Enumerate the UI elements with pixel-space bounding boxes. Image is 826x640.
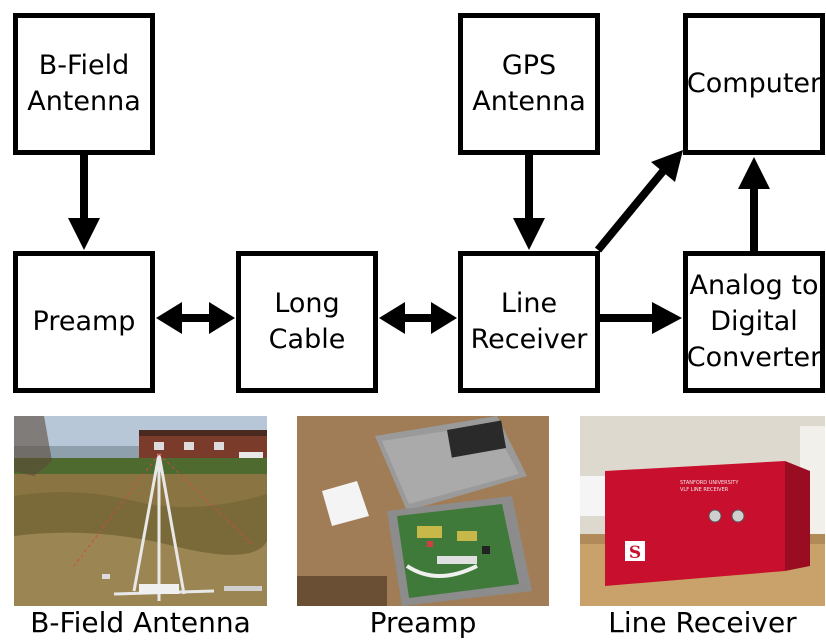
bfield-antenna-label: B-Field Antenna	[27, 50, 141, 117]
computer-label: Computer	[686, 68, 822, 99]
line-receiver-label: Line Receiver	[470, 288, 588, 355]
arrow-cable-receiver	[379, 302, 457, 334]
computer-block: Computer	[683, 13, 825, 155]
preamp-photo	[297, 416, 549, 606]
preamp-caption: Preamp	[369, 606, 477, 639]
arrow-receiver-to-computer	[594, 150, 683, 253]
bfield-antenna-caption: B-Field Antenna	[30, 606, 251, 639]
line-receiver-caption: Line Receiver	[608, 606, 797, 639]
line-receiver-photo: STANFORD UNIVERSITY VLF LINE RECEIVER S	[580, 416, 825, 606]
bfield-antenna-photo	[14, 416, 267, 606]
bfield-antenna-block: B-Field Antenna	[13, 13, 155, 155]
stanford-logo-icon	[625, 541, 645, 561]
receiver-knob-right-icon	[731, 509, 745, 523]
gps-antenna-label: GPS Antenna	[472, 50, 586, 117]
arrow-bfield-to-preamp	[68, 155, 100, 250]
line-receiver-block: Line Receiver	[458, 251, 600, 393]
preamp-label: Preamp	[32, 306, 136, 337]
receiver-panel-line2: VLF LINE RECEIVER	[680, 487, 729, 493]
line-receiver-image: STANFORD UNIVERSITY VLF LINE RECEIVER S	[580, 416, 825, 606]
preamp-block: Preamp	[13, 251, 155, 393]
adc-block: Analog to Digital Converter	[683, 251, 825, 393]
gps-antenna-block: GPS Antenna	[458, 13, 600, 155]
arrow-adc-to-computer	[738, 157, 770, 251]
long-cable-block: Long Cable	[236, 251, 378, 393]
receiver-knob-left-icon	[708, 509, 722, 523]
preamp-image	[297, 416, 549, 606]
long-cable-label: Long Cable	[268, 288, 346, 355]
arrow-receiver-to-adc	[600, 302, 682, 334]
adc-label: Analog to Digital Converter	[686, 270, 822, 373]
bfield-antenna-image	[14, 416, 267, 606]
arrow-gps-to-receiver	[513, 155, 545, 250]
arrow-preamp-cable	[156, 302, 235, 334]
stanford-logo-letter: S	[629, 543, 641, 563]
receiver-panel-line1: STANFORD UNIVERSITY	[680, 480, 739, 486]
connection-arrows	[68, 150, 770, 334]
